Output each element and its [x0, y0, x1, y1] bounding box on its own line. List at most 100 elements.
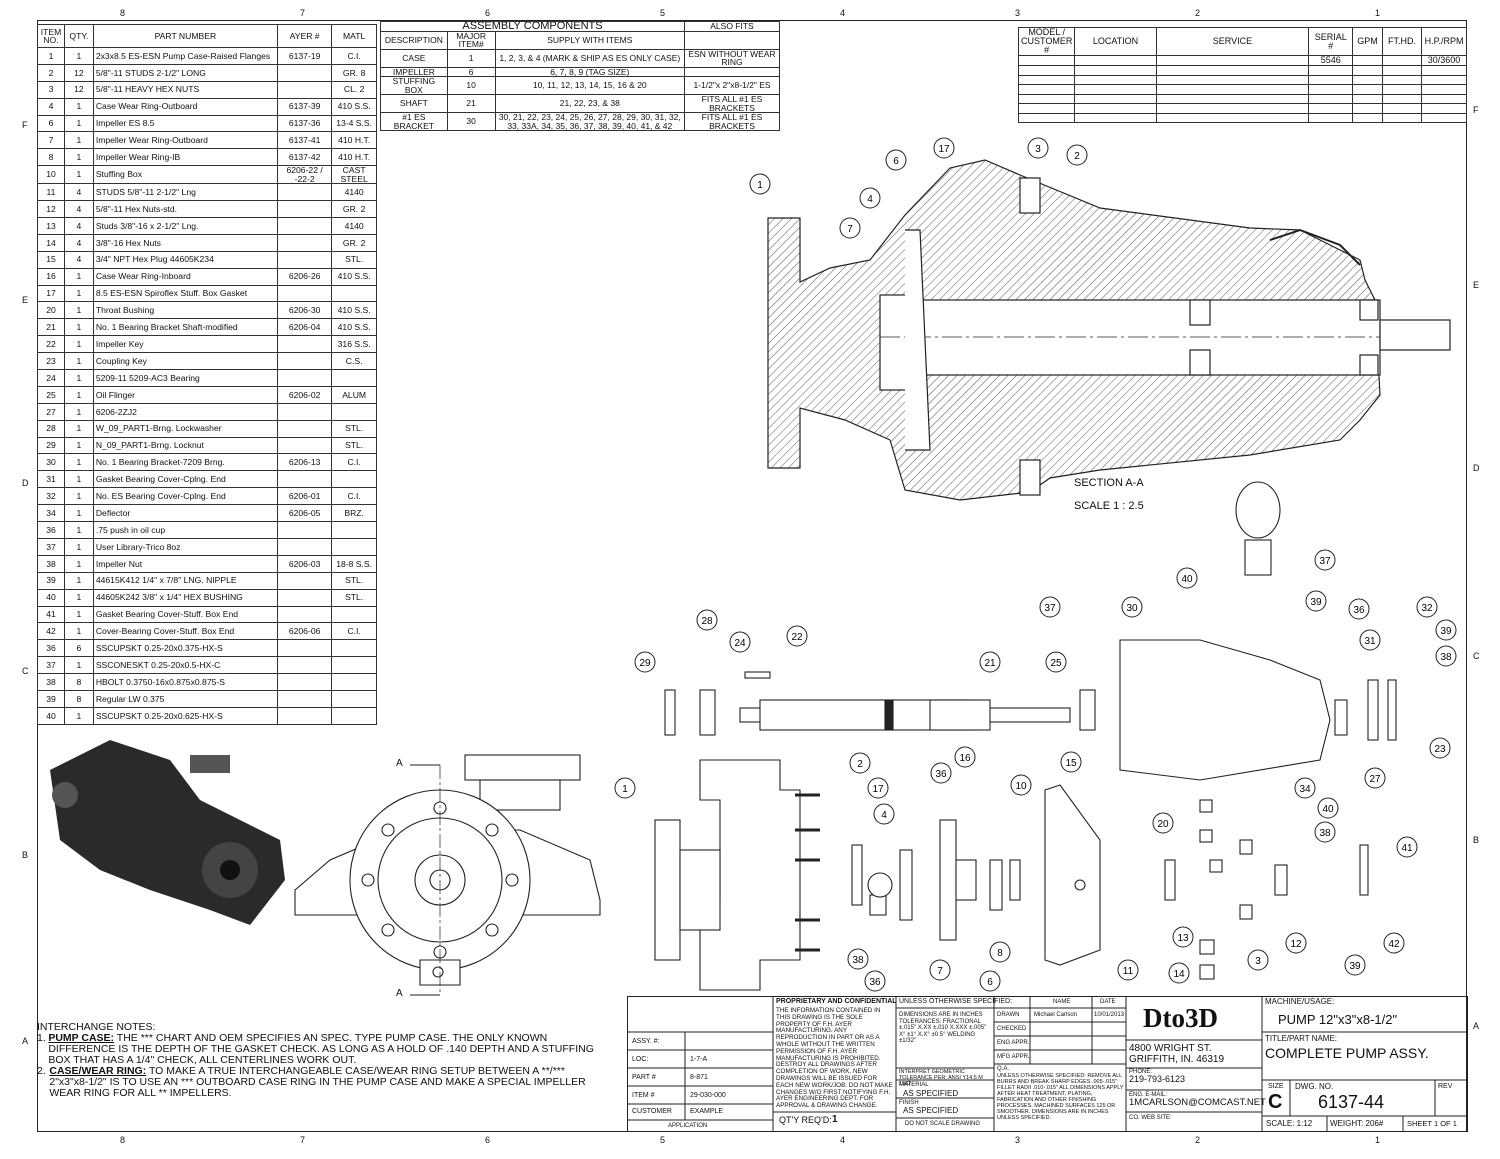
bom-cell [276, 656, 333, 675]
bom-cell: 44605K242 3/8" x 1/4" HEX BUSHING [92, 588, 278, 607]
bom-cell: 1 [63, 706, 94, 725]
balloon-label: 37 [1319, 556, 1331, 567]
zone-label-left: B [22, 850, 29, 860]
customer-label: CUSTOMER [632, 1108, 672, 1115]
bom-cell: 2 [37, 63, 65, 82]
exploded-view [654, 481, 1397, 991]
zone-label-bottom: 4 [840, 1135, 846, 1145]
bom-cell [276, 605, 333, 624]
service-cell [1074, 112, 1157, 123]
bom-cell: 37 [37, 656, 65, 675]
service-cell [1381, 55, 1423, 66]
bom-cell: 40 [37, 588, 65, 607]
bom-cell [276, 63, 333, 82]
zone-label-right: A [1473, 1021, 1480, 1031]
bom-cell: 1 [37, 47, 65, 65]
bom-cell [331, 706, 377, 725]
balloon-circle [929, 959, 951, 981]
weight-value: WEIGHT: 206# [1330, 1119, 1384, 1128]
balloon-circle [1383, 932, 1405, 954]
zone-label-right: D [1473, 463, 1480, 473]
bom-cell: 6206-03 [276, 554, 333, 573]
balloon-circle [933, 137, 955, 159]
balloon-label: 6 [893, 156, 899, 167]
bom-cell [276, 673, 333, 691]
do-not-scale: DO NOT SCALE DRAWING [905, 1121, 981, 1127]
balloon-circle [634, 651, 656, 673]
balloon-circle [1172, 926, 1194, 948]
dwg-number: 6137-44 [1318, 1092, 1385, 1112]
service-cell [1155, 112, 1310, 123]
bom-cell: 6137-36 [276, 114, 333, 133]
drawn-name: Michael Carlson [1034, 1012, 1078, 1018]
assembly-cell: ESN WITHOUT WEAR RING [684, 48, 780, 68]
balloon-label: 22 [791, 632, 803, 643]
balloon-label: 27 [1369, 774, 1381, 785]
balloon-circle [1010, 774, 1032, 796]
balloon-label: 41 [1401, 843, 1413, 854]
bom-cell: 37 [37, 537, 65, 556]
zone-label-left: F [22, 120, 28, 130]
finish-value: AS SPECIFIED [903, 1106, 959, 1115]
balloon-circle [954, 746, 976, 768]
balloon-label: 11 [1123, 966, 1134, 977]
balloon-circle [1176, 567, 1198, 589]
balloon-circle [696, 609, 718, 631]
balloon-label: 1 [622, 784, 628, 795]
bom-cell [276, 639, 333, 658]
zone-label-left: E [22, 295, 29, 305]
bom-cell: Gasket Bearing Cover-Stuff. Box End [92, 605, 278, 624]
zone-label-top: 6 [485, 8, 491, 18]
bom-cell: 41 [37, 605, 65, 624]
note-1-text: THE *** CHART AND OEM SPECIFIES AN SPEC.… [48, 1032, 594, 1066]
balloon-circle [979, 970, 1001, 992]
bom-cell: SSCUPSKT 0.25-20x0.375-HX-S [92, 639, 278, 658]
bom-cell: 40 [37, 706, 65, 725]
proprietary-text: THE INFORMATION CONTAINED IN THIS DRAWIN… [776, 1007, 893, 1110]
balloon-label: 29 [639, 658, 651, 669]
balloon-circle [839, 217, 861, 239]
service-cell [1421, 112, 1467, 123]
bom-cell: GR. 8 [331, 63, 377, 82]
section-a-a-view [767, 159, 1451, 501]
bom-cell: 42 [37, 622, 65, 641]
bom-cell: 6206-05 [276, 504, 333, 523]
bom-cell: 1 [63, 588, 94, 607]
bom-cell: 3 [37, 80, 65, 99]
balloon-circle [867, 777, 889, 799]
unless-specified: UNLESS OTHERWISE SPECIFIED: [899, 998, 1013, 1005]
bom-cell [276, 521, 333, 539]
balloon-label: 24 [734, 638, 746, 649]
phone-value: 219-793-6123 [1129, 1074, 1186, 1084]
balloon-label: 30 [1126, 603, 1138, 614]
assembly-cell: 1, 2, 3, & 4 (MARK & SHIP AS ES ONLY CAS… [494, 48, 686, 68]
part-value: 8-871 [690, 1074, 708, 1081]
assembly-cell: #1 ES BRACKET [380, 112, 448, 131]
balloon-circle [873, 803, 895, 825]
balloon-circle [1348, 598, 1370, 620]
service-cell: 30/3600 [1421, 55, 1467, 66]
address-line-1: 4800 WRIGHT ST. [1129, 1043, 1212, 1054]
balloon-circle [1317, 797, 1339, 819]
balloon-circle [885, 149, 907, 171]
balloon-label: 13 [1177, 933, 1189, 944]
service-header: SERIAL # [1308, 27, 1354, 56]
balloon-circle [1294, 777, 1316, 799]
material-label: MATERIAL [899, 1082, 929, 1088]
bom-cell: 18-8 S.S. [331, 554, 377, 573]
balloon-circle [1396, 836, 1418, 858]
balloon-circle [749, 173, 771, 195]
bom-cell: 36 [37, 639, 65, 658]
scale-value: SCALE: 1:12 [1266, 1119, 1313, 1128]
balloon-circle [1359, 629, 1381, 651]
